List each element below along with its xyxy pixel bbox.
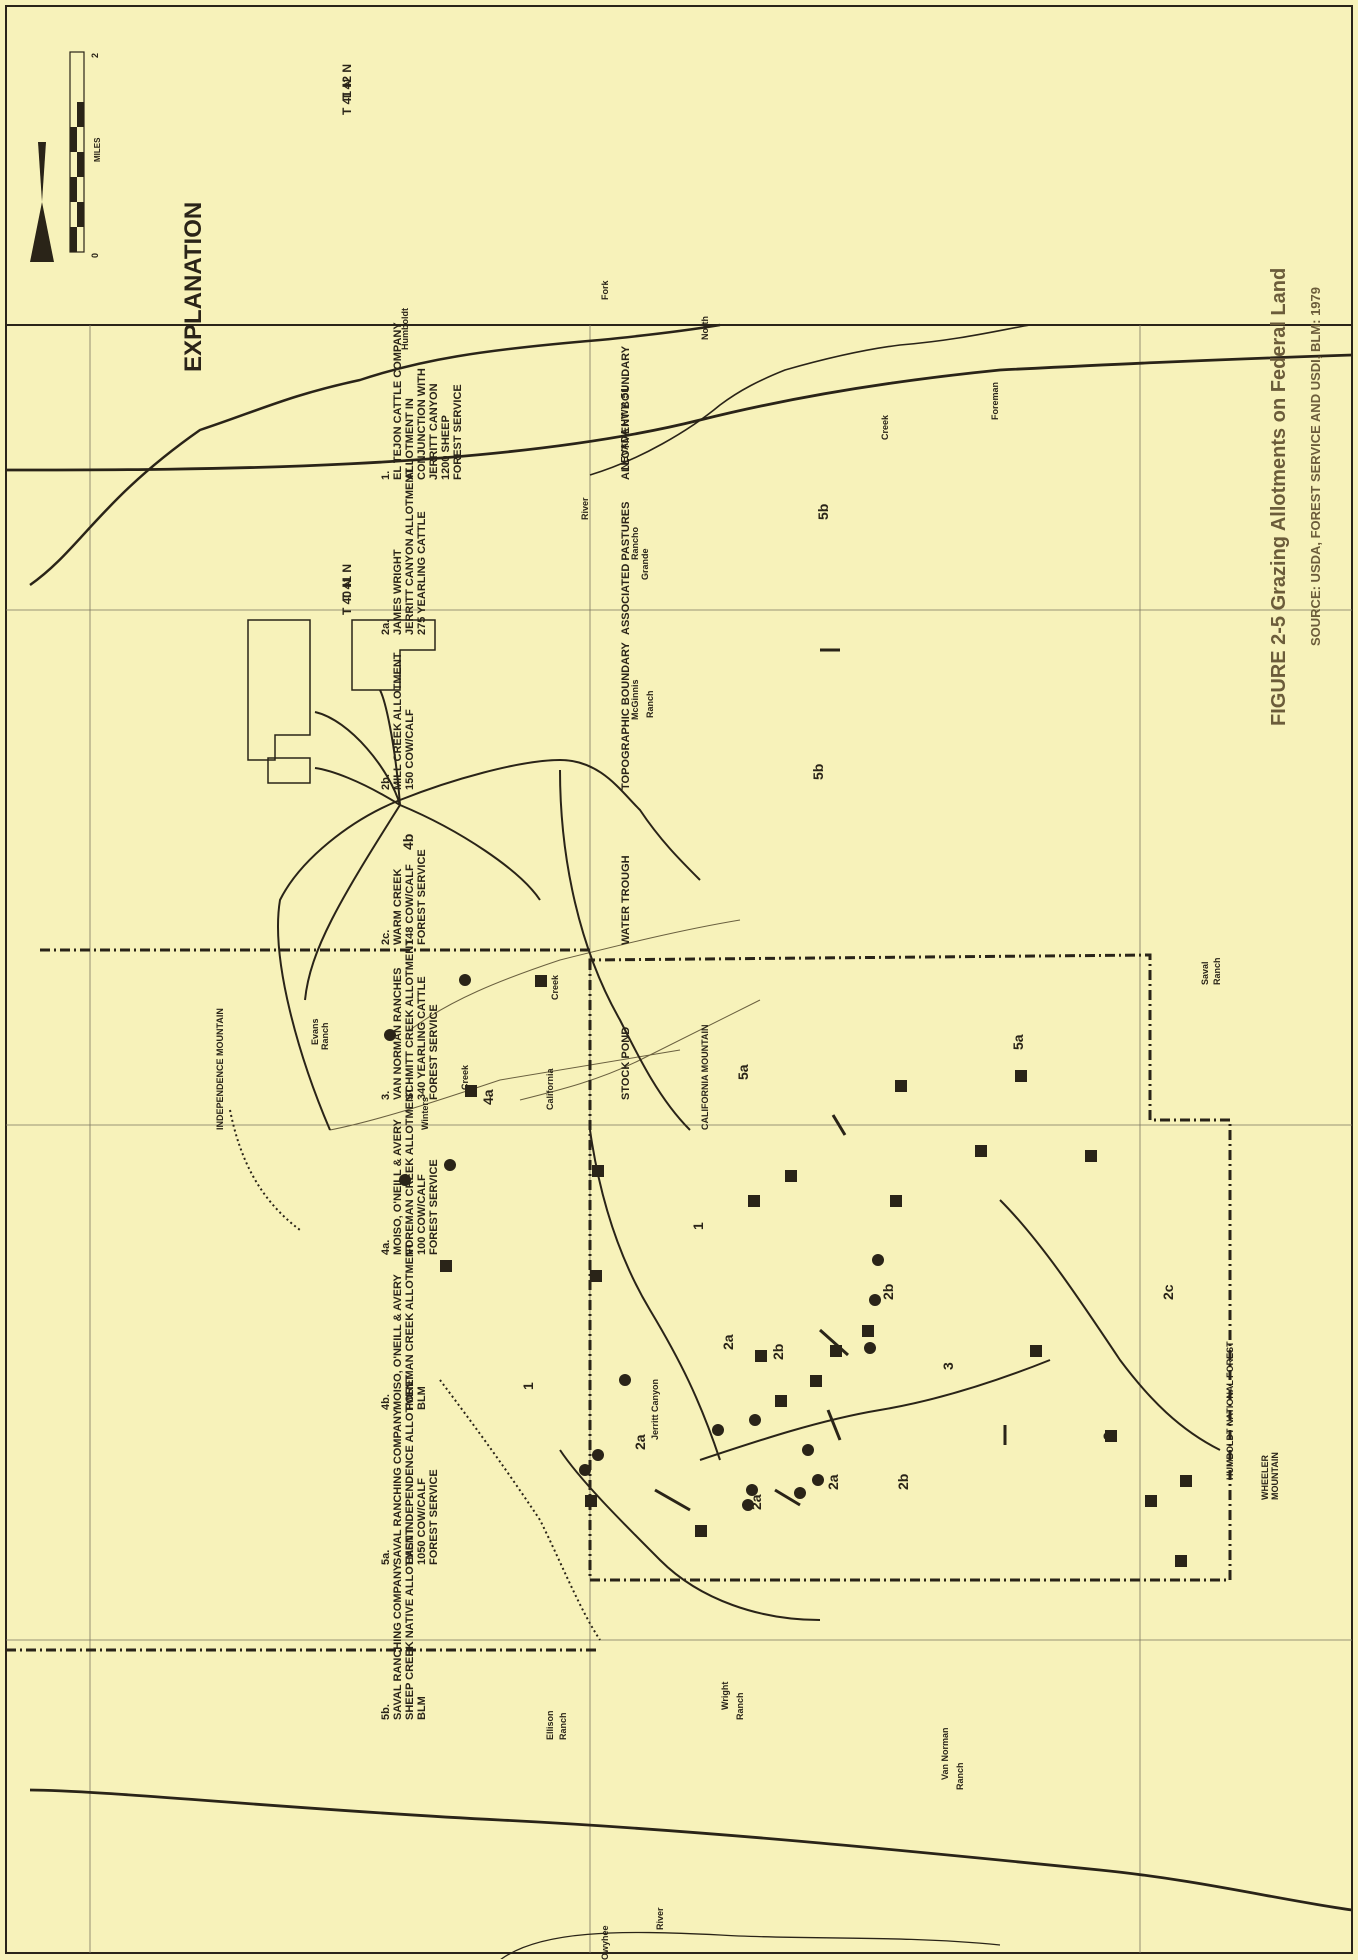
explanation-rotated: 0 2 MILES EXPLANATION: [12, 12, 312, 1892]
label-wright-1: Wright: [720, 1681, 730, 1710]
label-california-creek: California: [545, 1068, 555, 1110]
pasture-arrows: [654, 648, 1007, 1512]
explanation-panel: 0 2 MILES EXPLANATION: [12, 12, 312, 1912]
scale-two: 2: [90, 53, 100, 58]
label-fork: Fork: [600, 280, 610, 300]
topographic-boundaries: [229, 1109, 601, 1641]
label-a2c: 2c: [1160, 1284, 1176, 1300]
label-creek-winters: Creek: [460, 1064, 470, 1090]
arrows-4b: [304, 689, 541, 1001]
label-wheeler-2: MOUNTAIN: [1270, 1452, 1280, 1500]
label-a2a-1: 2a: [720, 1334, 736, 1350]
scale-zero: 0: [90, 253, 100, 258]
label-saval-2: Ranch: [1212, 957, 1222, 985]
label-mcginnis-1: McGinnis: [630, 679, 640, 720]
label-a2b-2: 2b: [880, 1283, 896, 1300]
boundary-3: [699, 1359, 1051, 1461]
label-foreman: Foreman: [990, 381, 1000, 420]
label-winters: Winters: [420, 1097, 430, 1130]
boundary-2-group: [589, 1129, 721, 1461]
grid-t40n: T 40 N: [340, 578, 354, 615]
label-river: River: [580, 497, 590, 520]
label-a2a-4: 2a: [825, 1474, 841, 1490]
label-independence-mountain: INDEPENDENCE MOUNTAIN: [215, 1008, 225, 1130]
boundary-2c: [999, 1199, 1221, 1451]
roads-rivers: [5, 323, 1353, 1959]
label-owyhee: Owyhee: [600, 1925, 610, 1960]
grid-t41n-top: T 41 N: [340, 78, 354, 115]
label-mcginnis-2: Ranch: [645, 690, 655, 718]
nevada-hwy-51-line: [5, 353, 1353, 472]
label-a1-top: 1: [690, 1222, 706, 1230]
winters-creek-line: [329, 1049, 681, 1131]
map-frame: [5, 5, 1353, 1954]
label-california-mountain: CALIFORNIA MOUNTAIN: [700, 1024, 710, 1131]
label-a2a-2: 2a: [632, 1434, 648, 1450]
stock-ponds: [384, 974, 884, 1511]
label-a2b-1: 2b: [770, 1343, 786, 1360]
section-grid: [6, 325, 1352, 1953]
boundary-4a-inner: [559, 769, 691, 1131]
label-a4a: 4a: [480, 1089, 496, 1105]
north-arrow-and-scale: 0 2 MILES: [18, 12, 298, 272]
label-ellison-1: Ellison: [545, 1710, 555, 1740]
label-a2b-3: 2b: [895, 1473, 911, 1490]
label-creek-foreman: Creek: [880, 414, 890, 440]
scale-miles: MILES: [93, 137, 102, 162]
forest-boundary: [6, 948, 1232, 1652]
label-a2a-3: 2a: [748, 1494, 764, 1510]
allotment-boundaries: [277, 758, 1221, 1621]
label-a5a-1: 5a: [735, 1064, 751, 1080]
label-hwy51: NEVADA HWY. 51: [620, 387, 631, 470]
label-vannorman-1: Van Norman: [940, 1727, 950, 1780]
owyhee-river-line: [500, 1931, 1001, 1959]
label-a1-bottom: 1: [520, 1382, 536, 1390]
label-saval-1: Saval: [1200, 961, 1210, 985]
label-a3-1: 3: [940, 1362, 956, 1370]
label-a5a-2: 5a: [1010, 1034, 1026, 1050]
parcels-4b: [247, 619, 436, 784]
label-humboldt-nf: HUMBOLDT NATIONAL FOREST: [1225, 1341, 1235, 1480]
river-secondary: [589, 324, 1031, 476]
boundary-4a: [277, 758, 701, 1131]
nevada-hwy-11-line: [29, 1788, 1353, 1912]
label-wright-2: Ranch: [735, 1692, 745, 1720]
label-evans-1: Evans: [310, 1018, 320, 1045]
label-a3-2: 3: [1100, 1432, 1116, 1440]
label-humboldt: Humboldt: [400, 308, 410, 350]
north-fork-humboldt-river: [29, 323, 721, 587]
label-wheeler-1: WHEELER: [1260, 1455, 1270, 1500]
label-evans-2: Ranch: [320, 1022, 330, 1050]
label-jerritt-canyon: Jerritt Canyon: [650, 1378, 660, 1440]
label-vannorman-2: Ranch: [955, 1762, 965, 1790]
label-creek-california: Creek: [550, 974, 560, 1000]
label-rancho-grande-2: Grande: [640, 548, 650, 580]
label-a5b-1: 5b: [810, 763, 826, 780]
label-rancho-grande-1: Rancho: [630, 526, 640, 560]
foreman-creek-line: [409, 919, 741, 1031]
label-north: North: [700, 316, 710, 340]
label-ellison-2: Ranch: [558, 1712, 568, 1740]
boundary-2a: [559, 1449, 821, 1621]
label-a4b: 4b: [400, 833, 416, 850]
water-troughs: [440, 975, 1192, 1567]
label-river-owyhee: River: [655, 1907, 665, 1930]
label-a5b-2: 5b: [815, 503, 831, 520]
